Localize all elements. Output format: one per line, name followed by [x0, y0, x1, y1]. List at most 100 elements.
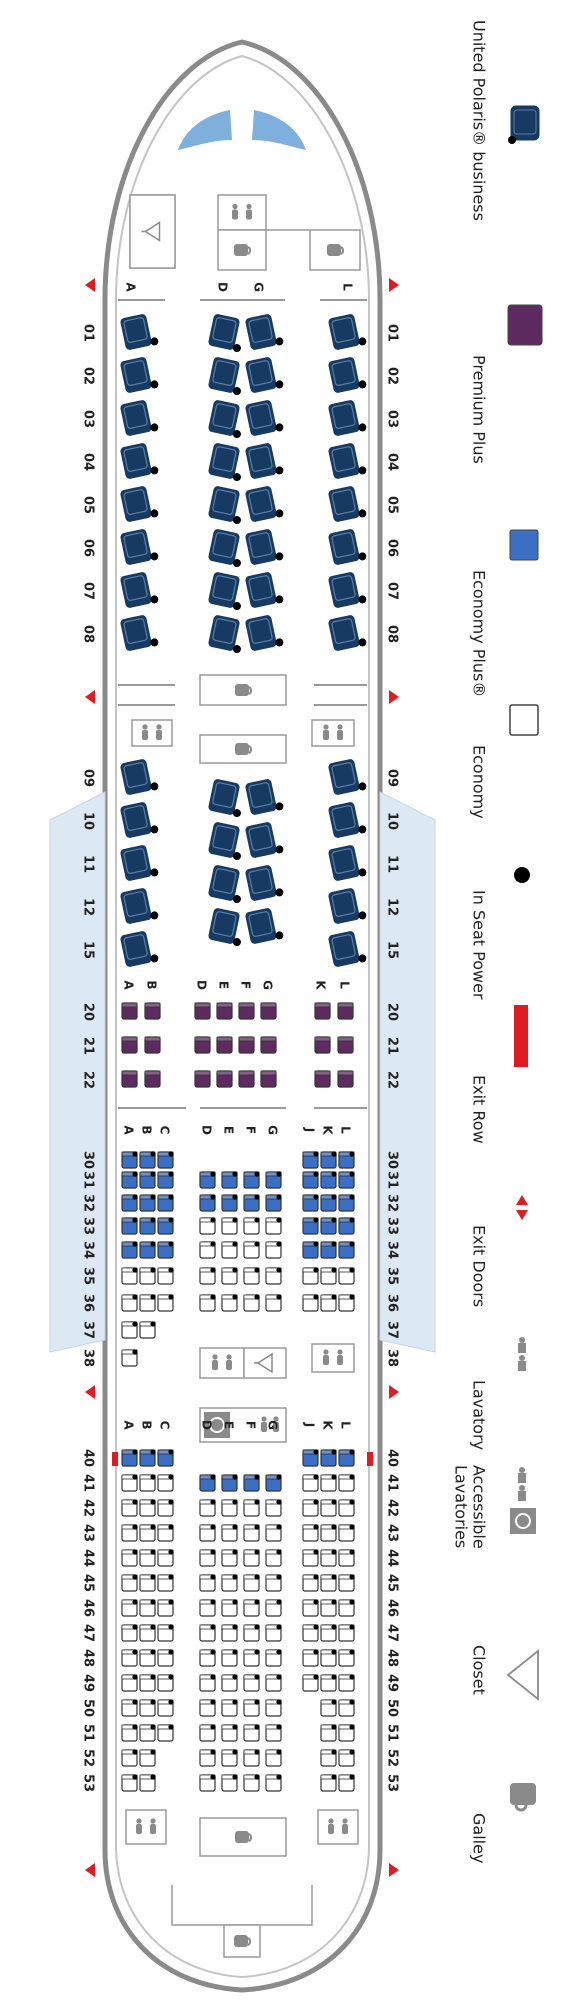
polaris-seat-15L[interactable]	[326, 928, 367, 969]
seat-47L[interactable]	[338, 1624, 355, 1642]
seat-33K[interactable]	[320, 1217, 337, 1235]
seat-32A[interactable]	[121, 1194, 138, 1212]
seat-50K[interactable]	[320, 1699, 337, 1717]
seat-46E[interactable]	[221, 1599, 238, 1617]
premium-seat-22D[interactable]	[194, 1070, 211, 1088]
seat-48A[interactable]	[121, 1649, 138, 1667]
seat-31J[interactable]	[302, 1171, 319, 1189]
seat-31E[interactable]	[221, 1171, 238, 1189]
seat-33B[interactable]	[139, 1217, 156, 1235]
polaris-seat-11A[interactable]	[118, 842, 159, 883]
seat-46F[interactable]	[243, 1599, 260, 1617]
seat-42C[interactable]	[157, 1499, 174, 1517]
polaris-seat-03G[interactable]	[243, 397, 284, 438]
polaris-seat-07L[interactable]	[326, 569, 367, 610]
seat-42B[interactable]	[139, 1499, 156, 1517]
seat-34J[interactable]	[302, 1241, 319, 1259]
seat-51E[interactable]	[221, 1724, 238, 1742]
seat-34G[interactable]	[265, 1241, 282, 1259]
seat-35F[interactable]	[243, 1267, 260, 1285]
seat-46B[interactable]	[139, 1599, 156, 1617]
seat-41E[interactable]	[221, 1474, 238, 1492]
seat-49J[interactable]	[302, 1674, 319, 1692]
polaris-seat-02G[interactable]	[243, 354, 284, 395]
seat-35G[interactable]	[265, 1267, 282, 1285]
seat-43F[interactable]	[243, 1524, 260, 1542]
premium-seat-21G[interactable]	[260, 1036, 277, 1054]
polaris-seat-08G[interactable]	[243, 612, 284, 653]
seat-47A[interactable]	[121, 1624, 138, 1642]
polaris-seat-09D[interactable]	[206, 777, 247, 818]
seat-31G[interactable]	[265, 1171, 282, 1189]
premium-seat-22G[interactable]	[260, 1070, 277, 1088]
polaris-seat-12D[interactable]	[206, 906, 247, 947]
seat-34C[interactable]	[157, 1241, 174, 1259]
polaris-seat-10L[interactable]	[326, 799, 367, 840]
seat-48K[interactable]	[320, 1649, 337, 1667]
premium-seat-20F[interactable]	[238, 1002, 255, 1020]
seat-44C[interactable]	[157, 1549, 174, 1567]
polaris-seat-11D[interactable]	[206, 863, 247, 904]
seat-48B[interactable]	[139, 1649, 156, 1667]
seat-30A[interactable]	[121, 1151, 138, 1169]
seat-49F[interactable]	[243, 1674, 260, 1692]
seat-43D[interactable]	[199, 1524, 216, 1542]
seat-44A[interactable]	[121, 1549, 138, 1567]
seat-32C[interactable]	[157, 1194, 174, 1212]
premium-seat-22B[interactable]	[144, 1070, 161, 1088]
seat-49D[interactable]	[199, 1674, 216, 1692]
seat-43A[interactable]	[121, 1524, 138, 1542]
seat-53B[interactable]	[139, 1774, 156, 1792]
seat-35L[interactable]	[338, 1267, 355, 1285]
seat-50L[interactable]	[338, 1699, 355, 1717]
polaris-seat-02L[interactable]	[326, 354, 367, 395]
polaris-seat-09A[interactable]	[118, 756, 159, 797]
seat-31K[interactable]	[320, 1171, 337, 1189]
seat-43J[interactable]	[302, 1524, 319, 1542]
seat-49A[interactable]	[121, 1674, 138, 1692]
seat-30J[interactable]	[302, 1151, 319, 1169]
seat-44J[interactable]	[302, 1549, 319, 1567]
seat-50D[interactable]	[199, 1699, 216, 1717]
polaris-seat-01G[interactable]	[243, 311, 284, 352]
polaris-seat-08A[interactable]	[118, 612, 159, 653]
seat-36G[interactable]	[265, 1294, 282, 1312]
seat-34F[interactable]	[243, 1241, 260, 1259]
seat-53E[interactable]	[221, 1774, 238, 1792]
seat-47F[interactable]	[243, 1624, 260, 1642]
seat-47B[interactable]	[139, 1624, 156, 1642]
premium-seat-21B[interactable]	[144, 1036, 161, 1054]
seat-46J[interactable]	[302, 1599, 319, 1617]
seat-52G[interactable]	[265, 1749, 282, 1767]
seat-32B[interactable]	[139, 1194, 156, 1212]
seat-41F[interactable]	[243, 1474, 260, 1492]
polaris-seat-07D[interactable]	[206, 570, 247, 611]
seat-49L[interactable]	[338, 1674, 355, 1692]
seat-51F[interactable]	[243, 1724, 260, 1742]
seat-49G[interactable]	[265, 1674, 282, 1692]
seat-44D[interactable]	[199, 1549, 216, 1567]
seat-45D[interactable]	[199, 1574, 216, 1592]
seat-52E[interactable]	[221, 1749, 238, 1767]
seat-51A[interactable]	[121, 1724, 138, 1742]
seat-36E[interactable]	[221, 1294, 238, 1312]
seat-35A[interactable]	[121, 1267, 138, 1285]
seat-31D[interactable]	[199, 1171, 216, 1189]
seat-45J[interactable]	[302, 1574, 319, 1592]
polaris-seat-01A[interactable]	[118, 311, 159, 352]
seat-40K[interactable]	[320, 1449, 337, 1467]
polaris-seat-06G[interactable]	[243, 526, 284, 567]
seat-33F[interactable]	[243, 1217, 260, 1235]
seat-34B[interactable]	[139, 1241, 156, 1259]
seat-40B[interactable]	[139, 1449, 156, 1467]
seat-33J[interactable]	[302, 1217, 319, 1235]
seat-30C[interactable]	[157, 1151, 174, 1169]
seat-44L[interactable]	[338, 1549, 355, 1567]
seat-42A[interactable]	[121, 1499, 138, 1517]
seat-45B[interactable]	[139, 1574, 156, 1592]
seat-51G[interactable]	[265, 1724, 282, 1742]
seat-41B[interactable]	[139, 1474, 156, 1492]
premium-seat-21L[interactable]	[337, 1036, 354, 1054]
seat-35C[interactable]	[157, 1267, 174, 1285]
seat-40A[interactable]	[121, 1449, 138, 1467]
